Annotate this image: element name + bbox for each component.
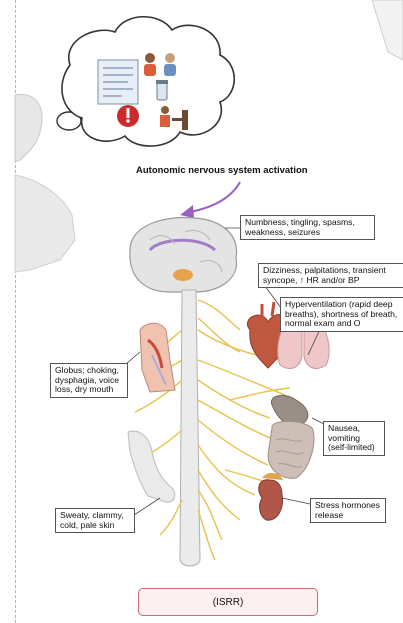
desk-person-icon bbox=[161, 106, 169, 114]
activation-arrow bbox=[190, 182, 240, 212]
digestive-organs bbox=[268, 395, 314, 478]
callout-heart-symptoms: Dizziness, palpitations, transient synco… bbox=[258, 263, 403, 288]
figure-shoulder bbox=[15, 175, 75, 272]
throat-head bbox=[140, 323, 175, 392]
people-talking-icon bbox=[145, 53, 155, 63]
medicine-bottle-icon bbox=[157, 82, 167, 100]
figure-head bbox=[15, 94, 42, 162]
callout-skin-symptoms: Sweaty, clammy, cold, pale skin bbox=[55, 508, 135, 533]
callout-stress-hormones: Stress hormones release bbox=[310, 498, 386, 523]
spinal-cord bbox=[180, 290, 200, 566]
diagram-title: Autonomic nervous system activation bbox=[136, 165, 308, 176]
isrr-label-box: (ISRR) bbox=[138, 588, 318, 616]
callout-brain-symptoms: Numbness, tingling, spasms, weakness, se… bbox=[240, 215, 375, 240]
paper-corner bbox=[372, 0, 403, 60]
callout-lung-symptoms: Hyperventilation (rapid deep breaths), s… bbox=[280, 297, 403, 332]
thought-cloud bbox=[62, 17, 234, 146]
callout-gut-symptoms: Nausea, vomiting (self-limited) bbox=[323, 421, 385, 456]
callout-throat-symptoms: Globus; choking, dysphagia, voice loss, … bbox=[50, 363, 128, 398]
kidney-adrenal bbox=[259, 473, 283, 520]
